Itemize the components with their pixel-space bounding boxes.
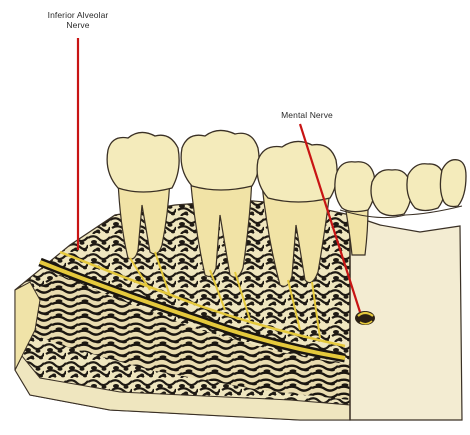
mental-foramen: [355, 311, 375, 325]
label-line-2: Nerve: [18, 20, 138, 30]
label-mental-nerve: Mental Nerve: [262, 110, 352, 120]
label-line-1: Inferior Alveolar: [18, 10, 138, 20]
label-inferior-alveolar-nerve: Inferior Alveolar Nerve: [18, 10, 138, 30]
